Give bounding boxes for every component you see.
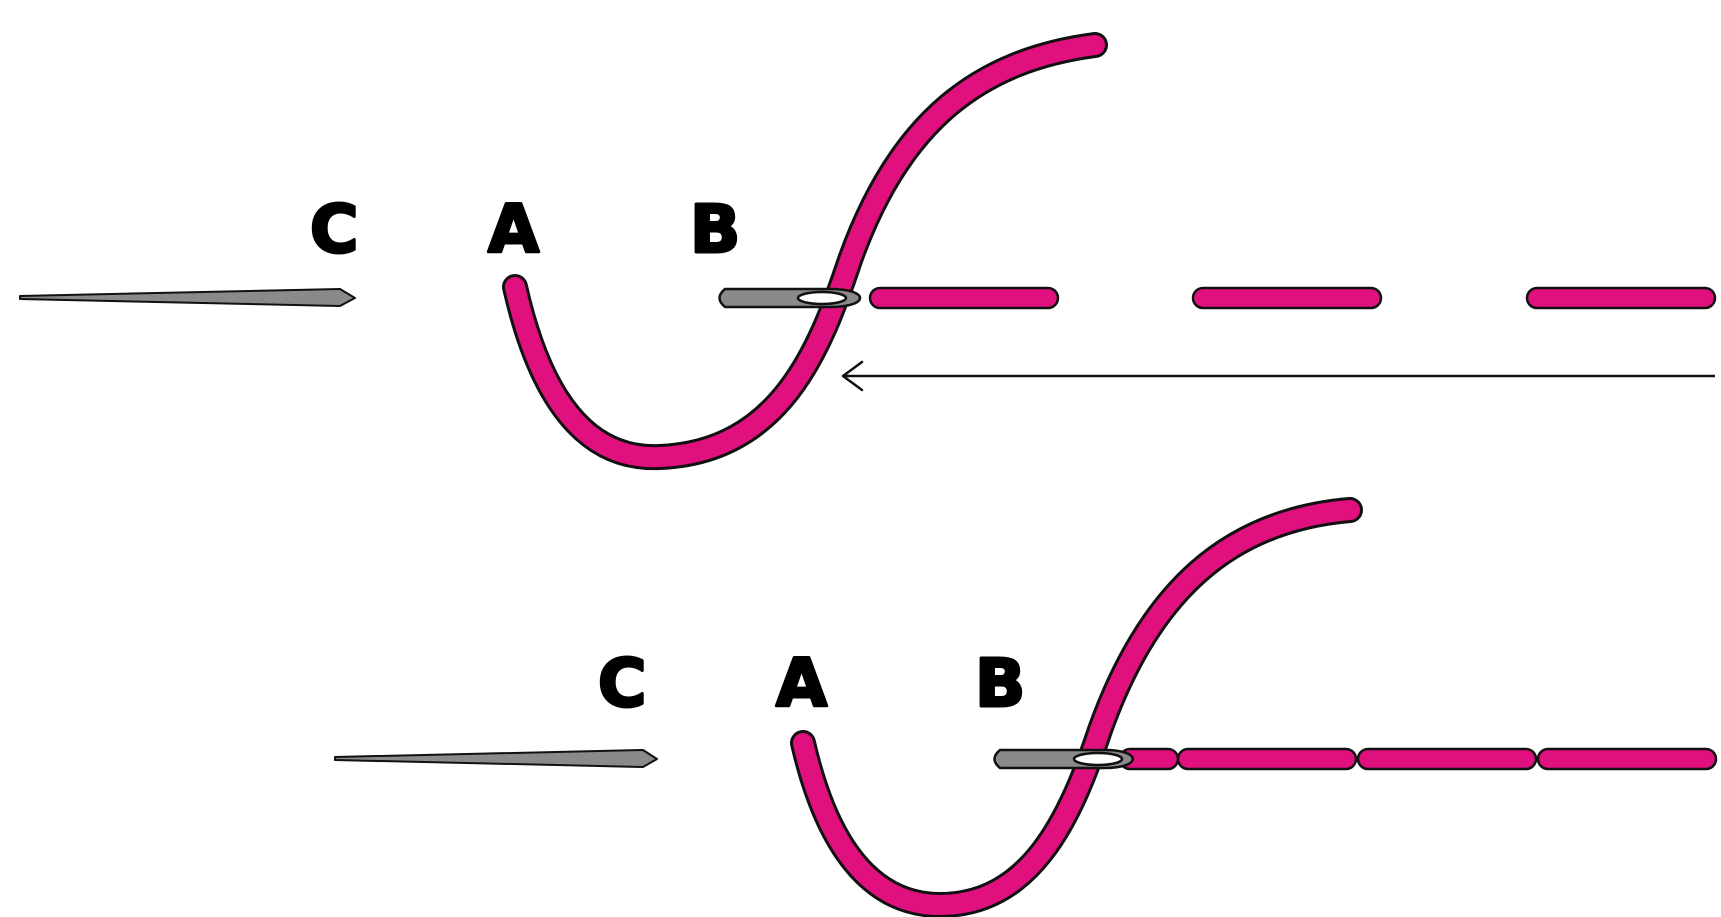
- stitch: [1527, 288, 1715, 308]
- direction-arrow-icon: [843, 362, 1715, 390]
- stitch: [870, 288, 1058, 308]
- top-panel: C A B: [20, 45, 1715, 457]
- thread-curve: [803, 510, 1350, 905]
- stitch: [1538, 749, 1716, 769]
- stitch: [1358, 749, 1536, 769]
- label-c: C: [598, 645, 646, 722]
- bottom-panel: C A B: [335, 510, 1716, 905]
- needle-tip-icon: [335, 750, 657, 767]
- needle-eye-hole: [798, 292, 846, 304]
- label-a: A: [776, 645, 827, 722]
- thread-curve: [515, 45, 1095, 457]
- label-a: A: [488, 191, 539, 268]
- label-b: B: [975, 645, 1025, 722]
- stitch: [1193, 288, 1381, 308]
- label-b: B: [690, 191, 740, 268]
- label-c: C: [310, 191, 358, 268]
- needle-eye-hole: [1074, 753, 1122, 765]
- stitch: [1178, 749, 1356, 769]
- thread-curve-fill: [803, 510, 1350, 905]
- needle-tip-icon: [20, 289, 355, 306]
- thread-curve-fill: [515, 45, 1095, 457]
